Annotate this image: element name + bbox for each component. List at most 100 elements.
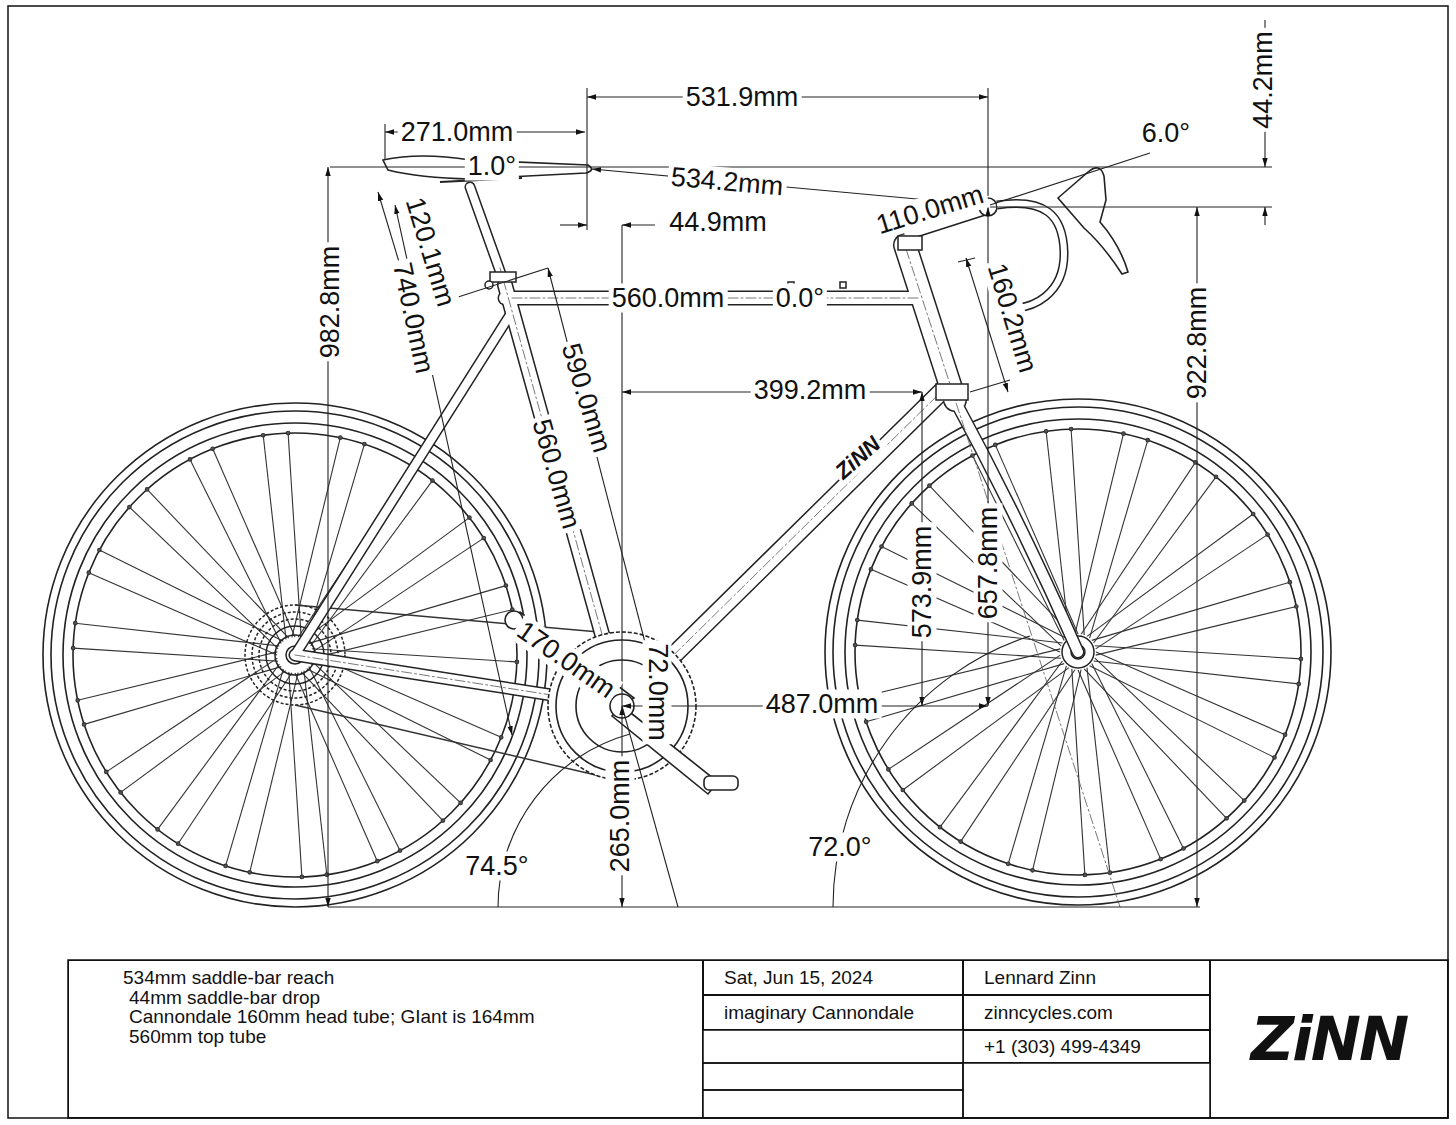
spoke-nipple [856, 618, 860, 622]
title-cell: +1 (303) 499-4349 [963, 1030, 1210, 1063]
spoke-nipple [76, 699, 80, 703]
spoke-nipple [1031, 869, 1035, 873]
dimension-label: 534.2mm [667, 162, 788, 201]
spoke-nipple [224, 864, 228, 868]
spoke-nipple [188, 458, 192, 462]
spoke-nipple [1299, 657, 1303, 661]
spoke-nipple [959, 840, 963, 844]
wheel-spoke [288, 433, 301, 638]
dimension-label: 271.0mm [398, 118, 517, 147]
spoke-nipple [928, 484, 932, 488]
wheel-spoke [301, 672, 443, 821]
wheel-spoke [995, 445, 1078, 634]
wheel-spoke [940, 661, 1062, 827]
spoke-nipple [994, 443, 998, 447]
spoke-nipple [431, 479, 435, 483]
spoke-nipple [504, 584, 508, 588]
wheel-spoke [311, 481, 433, 646]
note-line: 44mm saddle-bar drop [129, 988, 692, 1008]
spoke-nipple [1273, 756, 1277, 760]
spoke-nipple [887, 768, 891, 772]
dimension-label: 399.2mm [751, 376, 870, 405]
spoke-nipple [105, 770, 109, 774]
dimension-label: 982.8mm [316, 243, 345, 362]
wheel-spoke [78, 652, 278, 700]
dimension-label: 72.0mm [643, 640, 672, 744]
spoke-nipple [119, 791, 123, 795]
spoke-nipple [1225, 817, 1229, 821]
spoke-nipple [1159, 857, 1163, 861]
spoke-nipple [74, 621, 78, 625]
logo-box: ZiNN [1210, 960, 1448, 1118]
title-cell: imaginary Cannondale [703, 995, 963, 1030]
spoke-nipple [87, 571, 91, 575]
spoke-nipple [459, 801, 463, 805]
dimension-label: 44.2mm [1249, 28, 1278, 132]
spoke-nipple [499, 736, 503, 740]
spoke-nipple [853, 643, 857, 647]
wheel-spoke [929, 486, 1071, 635]
spoke-nipple [363, 442, 367, 446]
dimension-label: 531.9mm [683, 83, 802, 112]
spoke-nipple [864, 720, 868, 724]
spoke-nipple [1146, 438, 1150, 442]
spoke-nipple [339, 436, 343, 440]
note-line: Cannondale 160mm head tube; GIant is 164… [129, 1007, 692, 1027]
spoke-nipple [398, 849, 402, 853]
title-text: imaginary Cannondale [724, 1002, 914, 1024]
logo-text: ZiNN [1251, 1004, 1408, 1074]
dimension-label: 72.0° [805, 833, 874, 862]
spoke-nipple [1297, 682, 1301, 686]
title-cell: zinncycles.com [963, 995, 1210, 1030]
spoke-nipple [1122, 432, 1126, 436]
spoke-nipple [489, 758, 493, 762]
wheel-spoke [1096, 535, 1268, 649]
spoke-nipple [938, 825, 942, 829]
spoke-nipple [1083, 873, 1087, 877]
dimension-label: 590.0mm [555, 337, 617, 459]
spoke-nipple [482, 536, 486, 540]
wheel-spoke [1084, 669, 1226, 818]
spoke-nipple [1251, 512, 1255, 516]
note-line: 534mm saddle-bar reach [123, 968, 692, 988]
spoke-nipple [1266, 533, 1270, 537]
dimension-label: 922.8mm [1183, 284, 1212, 403]
spoke-nipple [145, 488, 149, 492]
wheel-spoke [1072, 669, 1085, 875]
dimension-label: 1.0° [465, 152, 519, 181]
wheel-spoke [1078, 670, 1161, 859]
dimension-label: 573.9mm [908, 523, 937, 642]
wheel-spoke [857, 620, 1062, 643]
wheel-spoke [1095, 646, 1301, 659]
wheel-spoke [289, 672, 302, 877]
dimension-label: 44.9mm [666, 208, 770, 237]
notes-box: 534mm saddle-bar reach44mm saddle-bar dr… [68, 960, 703, 1118]
spoke-nipple [211, 447, 215, 451]
wheel-spoke [158, 664, 280, 829]
dimension-label: 0.0° [773, 284, 827, 313]
dimension-label: 74.5° [462, 852, 531, 881]
wheel-spoke [1090, 666, 1275, 758]
spoke-nipple [261, 434, 265, 438]
spoke-nipple [1288, 580, 1292, 584]
wheel-spoke [1094, 661, 1299, 684]
spoke-nipple [128, 505, 132, 509]
spoke-nipple [910, 502, 914, 506]
spoke-nipple [1295, 605, 1299, 609]
spoke-nipple [869, 568, 873, 572]
wheel-spoke [888, 655, 1060, 769]
wheel-spoke [147, 489, 289, 638]
wheel-spoke [295, 673, 377, 861]
spoke-nipple [286, 431, 290, 435]
dimension-label: 487.0mm [763, 690, 882, 719]
dimension-label: 560.0mm [526, 413, 587, 535]
note-line: 560mm top tube [129, 1027, 692, 1047]
wheel-spoke [1094, 477, 1216, 643]
spoke-nipple [1214, 475, 1218, 479]
wheel-spoke [213, 449, 295, 637]
title-text: +1 (303) 499-4349 [984, 1036, 1141, 1058]
spoke-nipple [98, 548, 102, 552]
dimension-label: 6.0° [1139, 119, 1193, 148]
wheel-spoke [1071, 429, 1084, 635]
spoke-nipple [1069, 427, 1073, 431]
